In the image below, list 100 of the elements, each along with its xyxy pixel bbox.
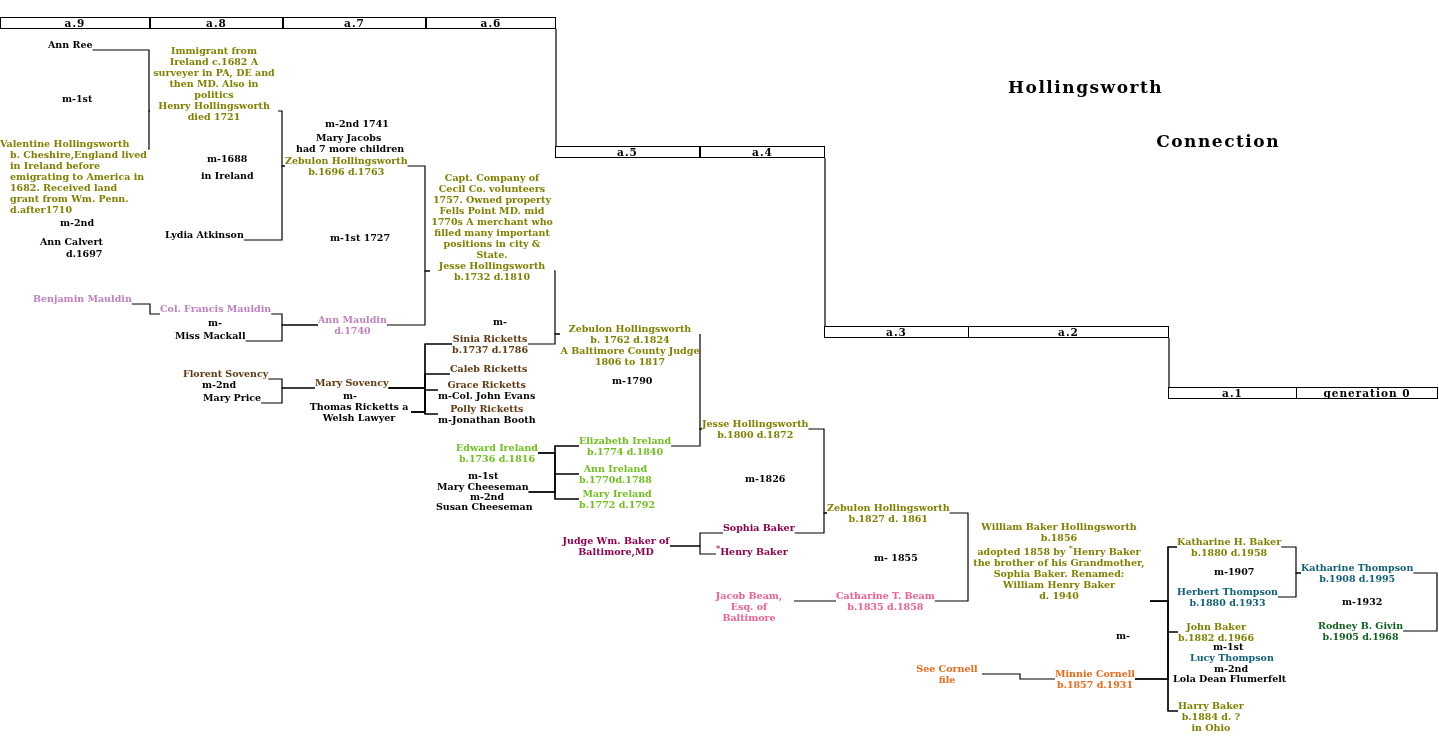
note-text: b. Cheshire,England lived in Ireland before emigrating to America in 1682. Received land grant from Wm. Penn. d.after1710 <box>9 149 148 215</box>
life-dates: b.1696 d.1763 <box>307 166 386 177</box>
person-name: m-Col. John Evans <box>438 390 536 401</box>
person-name: Rodney B. Givin <box>1318 620 1404 631</box>
marriage-note: m-2nd <box>60 217 95 228</box>
life-dates: died 1721 <box>186 111 242 122</box>
life-dates: b.1880 d.1933 <box>1188 597 1267 608</box>
life-dates: b.1856 <box>1039 532 1079 543</box>
person-name: Herbert Thompson <box>1177 586 1278 597</box>
generation-header: generation 0 <box>1296 387 1438 399</box>
marriage-note: m- <box>493 316 507 327</box>
person-name: Lydia Atkinson <box>165 229 244 240</box>
connector-line <box>793 600 837 602</box>
connector-line <box>1168 337 1170 388</box>
marriage-note: m-1932 <box>1342 596 1383 607</box>
connector-line <box>981 673 1056 680</box>
person-name: Mary Ireland <box>581 488 653 499</box>
connector-line <box>386 270 431 326</box>
person-name: Caleb Ricketts <box>450 363 528 374</box>
generation-header: a.6 <box>426 17 556 29</box>
person-name: Zebulon Hollingsworth <box>285 155 408 166</box>
generation-header: a.4 <box>700 146 825 158</box>
person-name: Miss Mackall <box>175 330 246 341</box>
life-dates: b.1800 d.1872 <box>716 429 795 440</box>
marriage-note: had 7 more children <box>296 143 405 154</box>
marriage-note: m-1688 <box>207 153 248 164</box>
person-name: Ann Mauldin <box>318 314 387 325</box>
person-name: Grace Ricketts <box>446 379 527 390</box>
connector-line <box>243 165 286 241</box>
person-name: Edward Ireland <box>456 442 538 453</box>
note-text: in Ohio <box>1190 722 1232 733</box>
marriage-note: Susan Cheeseman <box>436 501 533 512</box>
connector-line <box>824 157 826 327</box>
life-dates: b.1827 d. 1861 <box>847 513 929 524</box>
marriage-note: in Ireland <box>201 170 254 181</box>
person-name: William Henry Baker <box>1002 579 1116 591</box>
life-dates: b.1774 d.1840 <box>586 446 665 457</box>
connector-line <box>807 428 828 514</box>
connector-line <box>948 512 969 533</box>
life-dates: b.1772 d.1792 <box>579 499 656 510</box>
connector-line <box>528 491 580 500</box>
connector-line <box>555 28 557 147</box>
note-text: Capt. Company of Cecil Co. volunteers 1757. Owned property Fells Point MD. mid 1770s A merchant who filled many important positions in city & State. <box>430 172 554 260</box>
note-text: A Baltimore County Judge 1806 to 1817 <box>560 345 700 367</box>
person-name: Minnie Cornell <box>1055 668 1135 679</box>
person-name: Henry Hollingsworth <box>157 100 271 111</box>
life-dates: b.1905 d.1968 <box>1321 631 1400 642</box>
generation-header: a.7 <box>283 17 426 29</box>
marriage-note: Lucy Thompson <box>1190 652 1274 663</box>
marriage-note: m-1st <box>62 93 93 104</box>
marriage-note: m-1790 <box>612 375 653 386</box>
person-name: See Cornell file <box>912 663 982 685</box>
person-name: Sinia Ricketts <box>452 333 529 344</box>
marriage-note: m-2nd <box>470 491 505 502</box>
person-name: Jacob Beam, Esq. of Baltimore <box>704 590 794 623</box>
life-dates: b.1835 d.1858 <box>846 601 925 612</box>
marriage-note: Mary Jacobs <box>316 132 382 143</box>
connector-line <box>91 49 151 112</box>
connector-line <box>1277 572 1302 598</box>
marriage-note: m-1st <box>1213 641 1244 652</box>
person-name: Col. Francis Mauldin <box>160 303 272 314</box>
marriage-note: m-2nd <box>1214 663 1249 674</box>
marriage-note: m- <box>208 317 222 328</box>
generation-header: a.5 <box>555 146 700 158</box>
person-name: Catharine T. Beam <box>836 590 935 601</box>
marriage-note: m-1st <box>468 470 499 481</box>
connector-line <box>131 303 161 315</box>
person-name: Elizabeth Ireland <box>579 435 672 446</box>
life-dates: b.1770d.1788 <box>579 474 652 485</box>
connector-line <box>147 110 151 150</box>
marriage-note: m- <box>1116 630 1130 641</box>
note-text: adopted 1858 by $^{*}$Henry Baker the brother of his Grandmother, Sophia Baker. Renamed: <box>972 543 1146 580</box>
person-name: William Baker Hollingsworth <box>980 521 1138 532</box>
generation-header: a.1 <box>1168 387 1297 399</box>
connector-line <box>527 333 561 345</box>
marriage-note: d.1697 <box>66 248 103 259</box>
marriage-note: m-1907 <box>1214 566 1255 577</box>
generation-header: a.2 <box>968 326 1169 338</box>
life-dates: b.1737 d.1786 <box>452 344 529 355</box>
person-name: Valentine Hollingsworth <box>0 138 131 149</box>
generation-header: a.9 <box>0 17 150 29</box>
person-name: Mary Cheeseman <box>437 481 529 492</box>
marriage-note: m-2nd 1741 <box>325 118 389 129</box>
person-name: Katharine H. Baker <box>1177 536 1282 547</box>
person-name: Ann Ireland <box>582 463 649 474</box>
generation-header: a.3 <box>824 326 969 338</box>
person-name: Judge Wm. Baker of Baltimore,MD <box>562 535 670 557</box>
connector-line <box>260 387 316 404</box>
life-dates: b.1882 d.1966 <box>1178 632 1255 643</box>
person-name: Jesse Hollingsworth <box>437 260 547 271</box>
connector-line <box>244 324 319 342</box>
person-name: Polly Ricketts <box>449 403 525 414</box>
note-text: Immigrant from Ireland c.1682 A surveyer in PA, DE and then MD. Also in politics <box>152 45 276 100</box>
connector-line <box>699 333 703 430</box>
person-name: Sophia Baker <box>723 522 795 533</box>
person-name: Benjamin Mauldin <box>33 293 132 304</box>
connector-line <box>934 531 969 602</box>
marriage-note: Lola Dean Flumerfelt <box>1173 673 1287 684</box>
connector-line <box>1134 678 1179 712</box>
life-dates: b.1884 d. ? <box>1180 711 1242 722</box>
